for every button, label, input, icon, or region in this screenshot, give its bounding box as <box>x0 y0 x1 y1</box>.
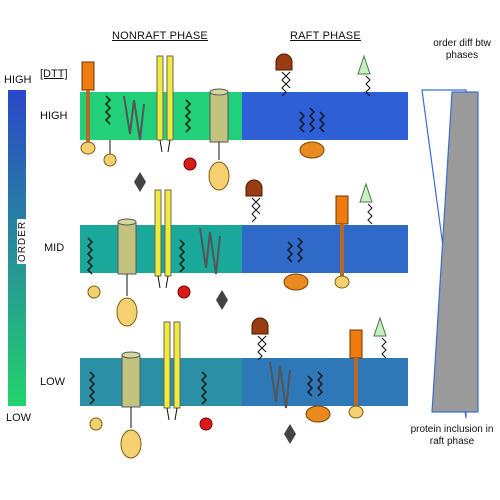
red-lipid-ball-high <box>183 157 197 171</box>
dtt-label: [DTT] <box>40 68 68 80</box>
raft-dome-protein-low <box>251 317 269 361</box>
red-lipid-ball-low <box>199 417 213 431</box>
helix-zigzag-mid <box>199 227 221 275</box>
scale-top-label: HIGH <box>4 74 32 86</box>
lipid-chain-low-1 <box>89 371 95 405</box>
protein-inclusion-wedge <box>431 91 479 413</box>
red-lipid-ball-mid <box>177 285 191 299</box>
orange-raft-ellipse-mid <box>283 273 309 291</box>
orange-raft-ellipse-low <box>305 405 331 423</box>
scale-order-label: ORDER <box>17 218 29 265</box>
orange-raft-ellipse-high <box>299 141 325 159</box>
helix-zigzag-high <box>123 95 145 141</box>
protein-inclusion-note: protein inclusion in raft phase <box>410 424 494 447</box>
membrane-mid-raft <box>242 225 408 273</box>
lipid-chain-low-raft-1 <box>307 375 313 397</box>
raft-dome-protein-high <box>275 53 293 97</box>
order-scale-bar <box>8 90 26 406</box>
yellow-lipid-anchor-low <box>89 417 103 431</box>
olive-cylinder-protein-high <box>208 88 230 191</box>
row-label-low: LOW <box>40 376 66 388</box>
lipid-chain-high-raft-2 <box>309 107 315 133</box>
yellow-lipid-anchor-high <box>103 140 117 167</box>
lipid-chain-high-1 <box>105 95 111 125</box>
grey-diamond-high <box>134 172 146 192</box>
lipid-chain-mid-1 <box>87 237 93 275</box>
raft-dome-protein-mid <box>245 179 263 223</box>
yellow-helix-pair-low <box>163 321 181 421</box>
mint-cone-protein-mid <box>359 182 373 225</box>
yellow-lipid-anchor-mid <box>87 285 101 299</box>
orange-transmembrane-protein-high <box>80 61 96 155</box>
membrane-low-nonraft <box>80 358 242 406</box>
membrane-high-raft <box>242 92 408 140</box>
grey-diamond-low <box>284 424 296 444</box>
mint-cone-protein-low <box>373 316 387 359</box>
raft-phase-header: RAFT PHASE <box>290 30 361 42</box>
orange-transmembrane-protein-low <box>348 329 364 419</box>
lipid-chain-mid-2 <box>179 239 185 273</box>
orange-transmembrane-protein-mid <box>334 195 350 289</box>
lipid-chain-mid-raft-1 <box>287 241 293 263</box>
olive-cylinder-protein-low <box>120 351 142 459</box>
lipid-chain-low-raft-2 <box>317 371 323 397</box>
grey-diamond-mid <box>216 290 228 310</box>
lipid-chain-high-2 <box>185 99 191 133</box>
lipid-chain-low-2 <box>201 371 207 405</box>
scale-bottom-label: LOW <box>6 412 32 424</box>
helix-zigzag-low <box>269 361 291 409</box>
order-difference-note: order diff btw phases <box>433 38 491 61</box>
yellow-helix-pair-mid <box>154 189 172 289</box>
row-label-mid: MID <box>44 242 65 254</box>
yellow-helix-pair-high <box>156 55 174 153</box>
lipid-chain-high-raft-3 <box>319 111 325 133</box>
nonraft-phase-header: NONRAFT PHASE <box>112 30 208 42</box>
olive-cylinder-protein-mid <box>116 218 138 327</box>
lipid-chain-mid-raft-2 <box>297 237 303 263</box>
mint-cone-protein-high <box>357 54 371 97</box>
membrane-low-raft <box>242 358 408 406</box>
lipid-chain-high-raft-1 <box>299 111 305 133</box>
row-label-high: HIGH <box>40 110 68 122</box>
